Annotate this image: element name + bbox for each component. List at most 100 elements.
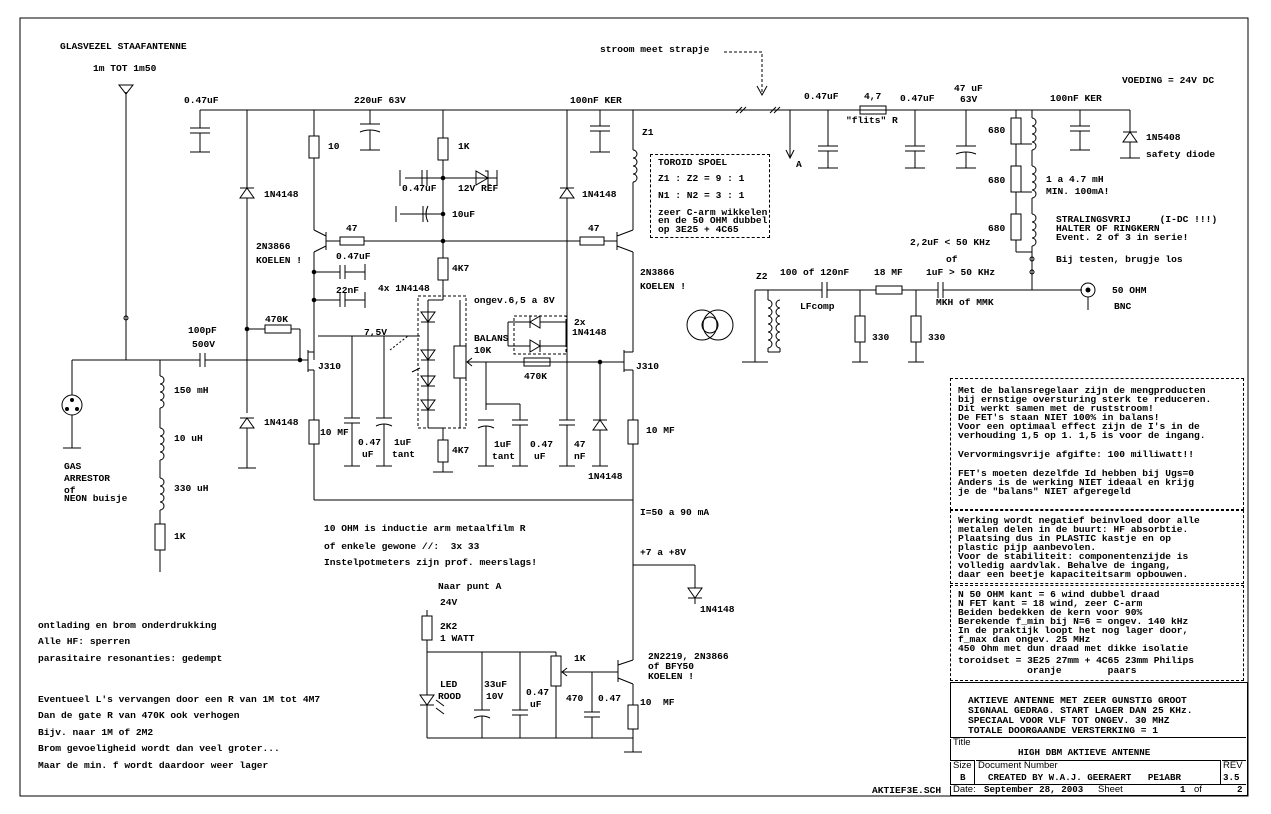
cap-047-b2-unit: uF (534, 451, 546, 462)
r-1k-left-label: 1K (174, 531, 186, 542)
cap-220uf-label: 220uF 63V (354, 95, 406, 106)
cap-047-a-label: 0.47uF (804, 91, 839, 102)
winding-note: N 50 OHM kant = 6 wind dubbel draad N FE… (958, 589, 1189, 654)
winding-note-box (950, 585, 1244, 681)
flits-label: "flits" R (846, 115, 898, 126)
left-note-block-1: ontlading en brom onderdrukking Alle HF:… (38, 620, 223, 664)
carm-line3: op 3E25 + 4C65 (658, 224, 739, 235)
r-47-left-label: 47 (346, 223, 358, 234)
date-value: September 28, 2003 (984, 784, 1084, 795)
diode-1n5408-label: 1N5408 (1146, 132, 1181, 143)
diode-1n4148-bot-label: 1N4148 (700, 604, 735, 615)
naar-punt-a-label: Naar punt A (438, 581, 502, 592)
cap-22nf-label: 22nF (336, 285, 360, 296)
title-value: HIGH DBM AKTIEVE ANTENNE (1018, 747, 1151, 758)
cap-100pf-volt-label: 500V (192, 339, 216, 350)
r-1k-top-label: 1K (458, 141, 470, 152)
cap-047-bot-label: 0.47 (526, 687, 550, 698)
cap-047-input-label: 0.47uF (184, 95, 219, 106)
tb-divider-1 (950, 737, 1246, 739)
jfet-j310-left-label: J310 (318, 361, 342, 372)
toroidset-colors: oranje paars (958, 665, 1137, 676)
cap-100pf-label: 100pF (188, 325, 217, 336)
r-2k2-label: 2K2 (440, 621, 458, 632)
docnum-label: Document Number (978, 760, 1058, 771)
transistor-2n2219-label-1: 2N2219, 2N3866 (648, 651, 729, 662)
sheet-value: 1 (1180, 784, 1186, 795)
l-47mh-label: 1 a 4.7 mH (1046, 174, 1104, 185)
diode-2x-type-label: 1N4148 (572, 327, 607, 338)
r-10mf-right-label: 10 MF (646, 425, 675, 436)
tb-divider-3 (950, 784, 1246, 786)
of-label: of (1194, 784, 1202, 795)
v24-label: 24V (440, 597, 458, 608)
l-150mh-label: 150 mH (174, 385, 209, 396)
cap-33uf-label: 33uF (484, 679, 508, 690)
koelen-left-label: KOELEN ! (256, 255, 303, 266)
toroidset-note: toroidset = 3E25 27mm + 4C65 23mm Philip… (958, 655, 1195, 666)
watt-label: 1 WATT (440, 633, 475, 644)
cap-33uf-volt-label: 10V (486, 691, 504, 702)
cap-047-b2-label: 0.47 (530, 439, 554, 450)
cap-047-a2-unit: uF (362, 449, 374, 460)
toroid-label: TOROID SPOEL (658, 157, 728, 168)
pot-1k-label: 1K (574, 653, 586, 664)
cap-47nf-unit: nF (574, 451, 586, 462)
of-label: of (946, 254, 958, 265)
balans-10k-label: 10K (474, 345, 492, 356)
fet-note: FET's moeten dezelfde Id hebben bij Ugs=… (958, 468, 1195, 497)
voltage-range-label: +7 a +8V (640, 547, 687, 558)
bnc-label: BNC (1114, 301, 1132, 312)
gas-label-1: GAS (64, 461, 82, 472)
point-a-label: A (796, 159, 802, 170)
balans-label: BALANS (474, 333, 509, 344)
diode-1n4148-left2-label: 1N4148 (264, 417, 299, 428)
transistor-2n2219-label-2: of BFY50 (648, 661, 695, 672)
lfcomp-label: LFcomp (800, 301, 835, 312)
note-potmeters: Instelpotmeters zijn prof. meerslags! (324, 557, 538, 568)
description-note: AKTIEVE ANTENNE MET ZEER GUNSTIG GROOT S… (968, 695, 1193, 736)
gas-label-2: ARRESTOR (64, 473, 111, 484)
docnum-value: CREATED BY W.A.J. GEERAERT PE1ABR (988, 772, 1181, 783)
r-10mf-bot-label: 10 MF (640, 697, 675, 708)
vervorming-note: Vervormingsvrije afgifte: 100 milliwatt!… (958, 449, 1195, 460)
r-10-top-label: 10 (328, 141, 340, 152)
r-10mf-left-label: 10 MF (320, 427, 349, 438)
z1z2-ratio-label: Z1 : Z2 = 9 : 1 (658, 173, 745, 184)
size-value: B (960, 772, 966, 783)
r-47-right-label: 47 (588, 223, 600, 234)
min-100ma-label: MIN. 100mA! (1046, 186, 1110, 197)
r-4k7-bot-label: 4K7 (452, 445, 470, 456)
r-680-2-label: 680 (988, 175, 1006, 186)
cap-1uf-tant-left-label: 1uF (394, 437, 412, 448)
note-metaalfilm: 10 OHM is inductie arm metaalfilm R (324, 523, 526, 534)
led-label-2: ROOD (438, 691, 462, 702)
cap-1uf-tant-right-label: 1uF (494, 439, 512, 450)
r-470-bot-label: 470 (566, 693, 584, 704)
voeding-label: VOEDING = 24V DC (1122, 75, 1215, 86)
antenna-label: GLASVEZEL STAAFANTENNE (60, 41, 187, 52)
cap-1uf-tant-right-label2: tant (492, 451, 516, 462)
voltage-75-label: 7,5V (364, 327, 388, 338)
bnc-ohm-label: 50 OHM (1112, 285, 1147, 296)
cap-22uf-50k-label: 2,2uF < 50 KHz (910, 237, 991, 248)
title-label: Title (953, 737, 971, 748)
werking-note-box (950, 510, 1244, 584)
testen-label: Bij testen, brugje los (1056, 254, 1183, 265)
rev-label: REV (1223, 760, 1243, 771)
title-block (950, 682, 1248, 796)
cap-100-120nf-label: 100 of 120nF (780, 267, 850, 278)
stroom-label: stroom meet strapje (600, 44, 710, 55)
cap-1uf-50k-label: 1uF > 50 KHz (926, 267, 996, 278)
carm-line1: zeer C-arm wikkelen (658, 207, 768, 218)
r-330-a-label: 330 (872, 332, 890, 343)
r-680-1-label: 680 (988, 125, 1006, 136)
r-680-3-label: 680 (988, 223, 1006, 234)
left-note-block-2: Eventueel L's vervangen door een R van 1… (38, 694, 321, 771)
diode-4x-label: 4x 1N4148 (378, 283, 430, 294)
cap-047-bot-unit: uF (530, 699, 542, 710)
r-330-b-label: 330 (928, 332, 946, 343)
tb-divider-v1 (974, 760, 976, 784)
r-47-flits-label: 4,7 (864, 91, 882, 102)
date-label: Date: (953, 784, 976, 795)
